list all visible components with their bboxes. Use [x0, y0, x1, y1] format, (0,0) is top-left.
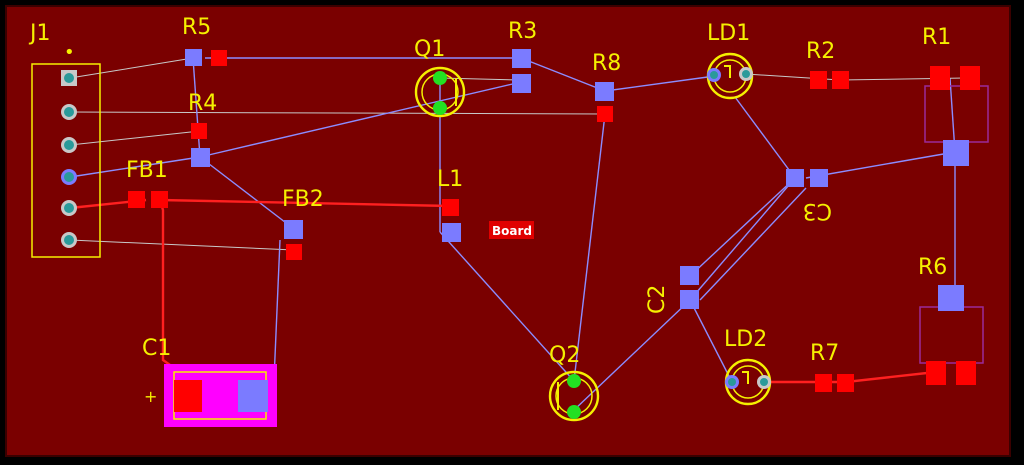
- label-ld2: LD2: [724, 327, 767, 352]
- r4-pad-2[interactable]: [191, 148, 210, 167]
- r7-pad-1[interactable]: [815, 374, 832, 392]
- ld1-footprint[interactable]: [706, 52, 754, 100]
- q2-footprint[interactable]: [548, 370, 600, 422]
- pin1-marker: •: [64, 42, 75, 63]
- r1-pad-3[interactable]: [943, 140, 969, 166]
- r2-pad-1[interactable]: [810, 71, 827, 89]
- board-tag: [489, 221, 534, 239]
- r1-pad-1[interactable]: [930, 66, 950, 90]
- r7-pad-2[interactable]: [837, 374, 854, 392]
- r2-pad-2[interactable]: [832, 71, 849, 89]
- c3-pad-1[interactable]: [786, 169, 804, 187]
- l1-pad-1[interactable]: [442, 199, 459, 216]
- r8-pad-1[interactable]: [595, 82, 614, 101]
- label-c3: C3: [803, 198, 832, 223]
- c1-pad-2[interactable]: [238, 380, 268, 412]
- j1-pins: [61, 70, 77, 248]
- label-fb1: FB1: [126, 158, 168, 183]
- board-tag-text: Board: [492, 224, 532, 238]
- label-q2: Q2: [549, 343, 580, 368]
- q1-footprint[interactable]: [414, 66, 466, 118]
- label-r1: R1: [922, 25, 951, 50]
- j1-outline: [31, 63, 101, 258]
- label-j1: J1: [28, 21, 51, 46]
- ld2-footprint[interactable]: [724, 358, 772, 406]
- label-r7: R7: [810, 341, 839, 366]
- label-l1: L1: [437, 167, 463, 192]
- label-r5: R5: [182, 15, 211, 40]
- label-fb2: FB2: [282, 187, 324, 212]
- fb1-pad-1[interactable]: [128, 191, 145, 208]
- ratsnest-lines: [69, 57, 606, 251]
- label-r4: R4: [188, 91, 217, 116]
- fb2-pad-1[interactable]: [284, 220, 303, 239]
- c2-pad-1[interactable]: [680, 266, 699, 285]
- label-q1: Q1: [414, 37, 445, 62]
- label-c2: C2: [645, 285, 670, 314]
- r6-pad-1[interactable]: [938, 285, 964, 311]
- c1-pad-1[interactable]: [174, 380, 202, 412]
- r6-pad-3[interactable]: [956, 361, 976, 385]
- r8-pad-2[interactable]: [597, 106, 613, 122]
- c2-pad-2[interactable]: [680, 290, 699, 309]
- r1-pad-2[interactable]: [960, 66, 980, 90]
- c1-footprint[interactable]: [164, 364, 277, 427]
- fb2-pad-2[interactable]: [286, 244, 302, 260]
- label-r8: R8: [592, 51, 621, 76]
- label-r3: R3: [508, 19, 537, 44]
- r5-pad-1[interactable]: [185, 49, 202, 66]
- label-r6: R6: [918, 255, 947, 280]
- r6-pad-2[interactable]: [926, 361, 946, 385]
- r4-pad-1[interactable]: [191, 123, 207, 139]
- r3-pad-1[interactable]: [512, 49, 531, 68]
- fb1-pad-2[interactable]: [151, 191, 168, 208]
- label-c1: C1: [142, 336, 171, 361]
- c3-pad-2[interactable]: [810, 169, 828, 187]
- label-ld1: LD1: [707, 21, 750, 46]
- bottom-traces: [69, 57, 956, 411]
- l1-pad-2[interactable]: [442, 223, 461, 242]
- r5-pad-2[interactable]: [211, 50, 227, 66]
- label-r2: R2: [806, 39, 835, 64]
- r3-pad-2[interactable]: [512, 74, 531, 93]
- c1-plus-mark: +: [144, 387, 157, 406]
